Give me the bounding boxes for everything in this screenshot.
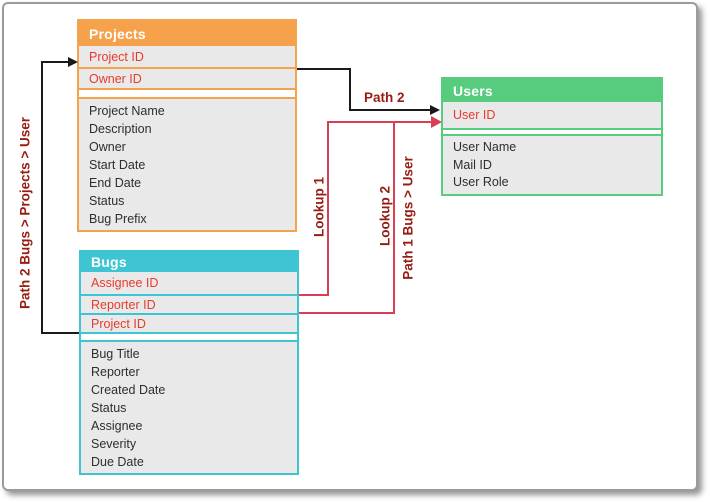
projects-field: Bug Prefix	[89, 212, 147, 226]
users-table-title: Users	[443, 79, 661, 102]
lookup2-label: Lookup 2	[377, 186, 393, 246]
projects-field: Project Name	[89, 104, 165, 118]
arrowhead-black-to-users	[430, 105, 440, 115]
projects-table[interactable]: Projects Project ID Owner ID Project Nam…	[77, 19, 297, 232]
relation-line-lookup2-vertical	[393, 121, 395, 314]
users-key-user-id: User ID	[443, 102, 661, 130]
users-table[interactable]: Users User ID User Name Mail ID User Rol…	[441, 77, 663, 196]
relation-line-left-vertical	[41, 61, 43, 334]
bugs-table[interactable]: Bugs Assignee ID Reporter ID Project ID …	[79, 250, 299, 475]
projects-field: Description	[89, 122, 152, 136]
arrowhead-red-to-users	[431, 116, 442, 128]
bugs-field: Status	[91, 401, 127, 415]
relation-line-lookup-top	[327, 121, 432, 123]
relation-line-left-top	[41, 61, 70, 63]
users-field: Mail ID	[453, 157, 492, 172]
projects-field: Start Date	[89, 158, 146, 172]
path2-bugs-projects-user-label: Path 2 Bugs > Projects > User	[17, 116, 33, 310]
bugs-field: Reporter	[91, 365, 140, 379]
users-field: User Name	[453, 140, 517, 154]
arrowhead-black-to-projects	[68, 57, 78, 67]
bugs-field: Created Date	[91, 383, 166, 397]
relation-line-left-bottom	[41, 332, 79, 334]
projects-table-title: Projects	[79, 21, 295, 46]
users-field: User Role	[453, 175, 509, 189]
bugs-gap	[81, 334, 297, 340]
bugs-key-reporter-id: Reporter ID	[81, 296, 297, 315]
projects-field: End Date	[89, 176, 142, 190]
bugs-field: Severity	[91, 437, 137, 451]
relation-line-lookup1-bottom	[299, 294, 329, 296]
lookup1-label: Lookup 1	[311, 177, 327, 237]
projects-fields: Project Name Description Owner Start Dat…	[79, 97, 295, 230]
bugs-fields: Bug Title Reporter Created Date Status A…	[81, 340, 297, 473]
relation-line-path2-vertical	[349, 68, 351, 111]
bugs-table-title: Bugs	[81, 252, 297, 272]
bugs-key-assignee-id: Assignee ID	[81, 272, 297, 296]
bugs-field: Due Date	[91, 455, 144, 469]
path1-bugs-user-label: Path 1 Bugs > User	[400, 156, 416, 280]
users-gap	[443, 130, 661, 134]
diagram-frame: Projects Project ID Owner ID Project Nam…	[2, 2, 698, 491]
bugs-field: Bug Title	[91, 347, 140, 361]
bugs-field: Assignee	[91, 419, 143, 433]
relation-line-path2-h1	[297, 68, 351, 70]
projects-field: Status	[89, 194, 125, 208]
users-fields: User Name Mail ID User Role	[443, 134, 661, 194]
path2-label: Path 2	[364, 90, 405, 105]
projects-key-owner-id: Owner ID	[79, 69, 295, 90]
projects-field: Owner	[89, 140, 126, 154]
projects-gap	[79, 90, 295, 97]
projects-key-project-id: Project ID	[79, 46, 295, 69]
relation-line-lookup1-vertical	[327, 121, 329, 296]
relation-line-path2-h2	[349, 109, 431, 111]
relation-line-lookup2-bottom	[299, 312, 395, 314]
bugs-key-project-id: Project ID	[81, 315, 297, 334]
